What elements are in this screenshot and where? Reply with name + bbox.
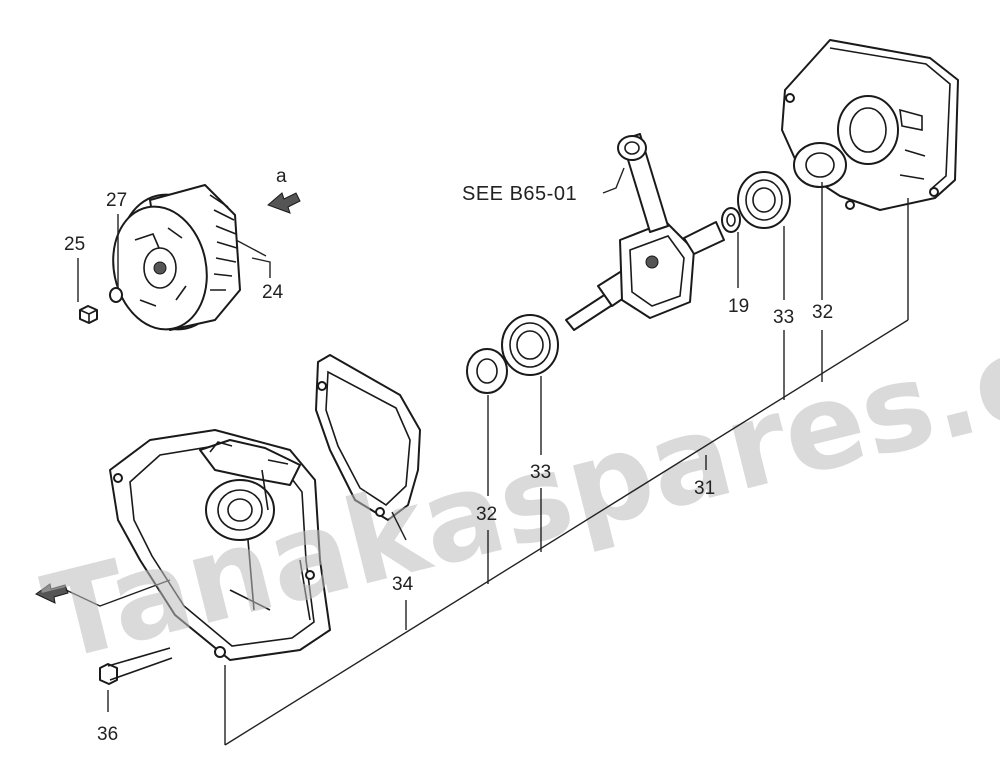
bearing-right bbox=[737, 171, 791, 229]
washer bbox=[109, 287, 123, 303]
callout-33-left: 33 bbox=[530, 462, 551, 483]
reference-label: SEE B65-01 bbox=[462, 183, 577, 205]
callout-25: 25 bbox=[64, 234, 85, 255]
crankshaft bbox=[565, 133, 725, 331]
crankcase-left bbox=[109, 429, 331, 661]
bearing-left bbox=[501, 314, 559, 376]
callout-19: 19 bbox=[728, 296, 749, 317]
callout-32-right: 32 bbox=[812, 302, 833, 323]
callout-33-right: 33 bbox=[773, 307, 794, 328]
circlip bbox=[721, 207, 741, 233]
callouts: SEE B65-01 24 25 27 19 33 32 31 32 33 34… bbox=[64, 183, 833, 745]
direction-arrow-a: a bbox=[267, 166, 301, 214]
screw bbox=[99, 647, 173, 685]
crankcase-right bbox=[781, 39, 959, 211]
gasket bbox=[315, 354, 421, 521]
callout-24: 24 bbox=[262, 282, 284, 303]
oil-seal-left bbox=[466, 348, 508, 394]
direction-arrow-left bbox=[35, 579, 171, 607]
callout-36: 36 bbox=[97, 724, 118, 745]
callout-32-left: 32 bbox=[476, 504, 497, 525]
arrow-label: a bbox=[276, 166, 287, 187]
leader-lines bbox=[77, 167, 909, 746]
nut bbox=[79, 305, 98, 324]
flywheel bbox=[112, 184, 241, 331]
callout-31: 31 bbox=[694, 478, 715, 499]
callout-27: 27 bbox=[106, 190, 127, 211]
callout-34: 34 bbox=[392, 574, 414, 595]
